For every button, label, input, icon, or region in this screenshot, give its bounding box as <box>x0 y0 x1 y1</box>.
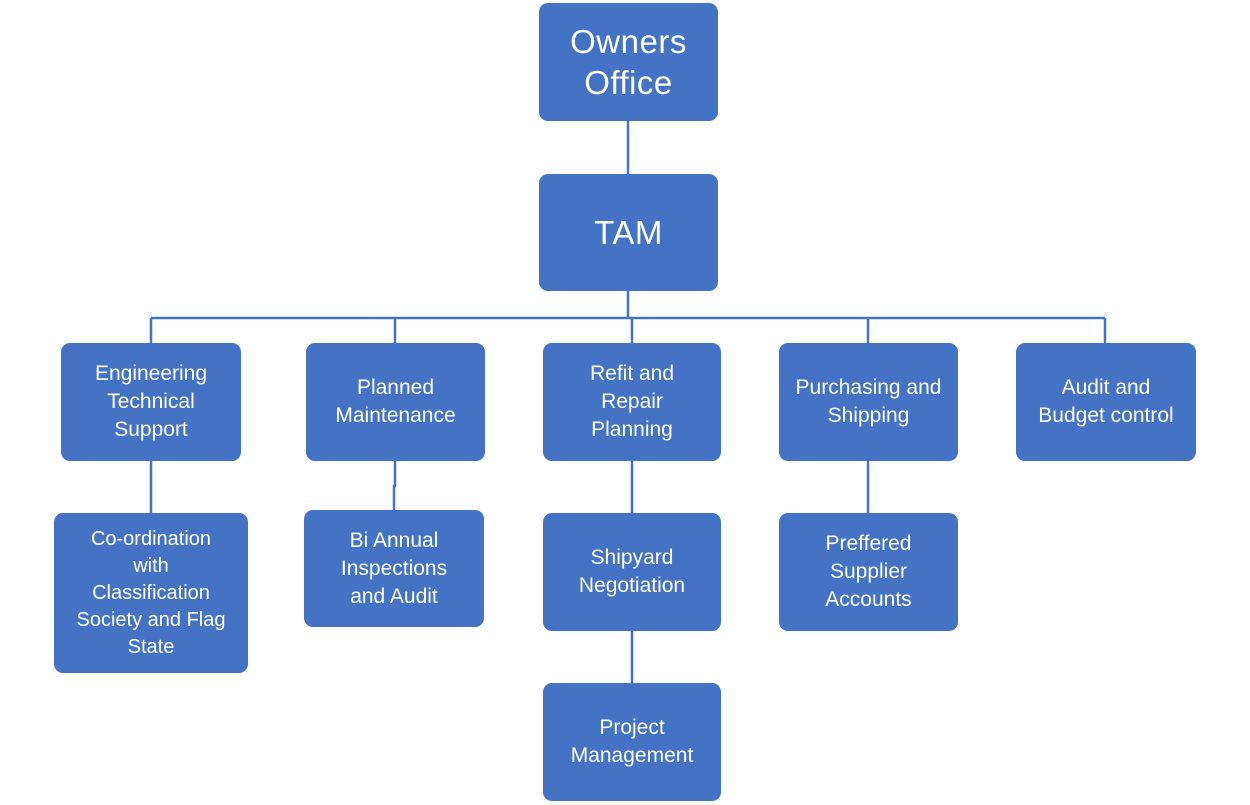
node-engineering-label: Engineering Technical Support <box>94 362 208 441</box>
node-coordination-classification: Co-ordination with Classification Societ… <box>54 513 248 673</box>
node-preferred-supplier-accounts: Preffered Supplier Accounts <box>779 513 958 631</box>
node-owners-office: Owners Office <box>539 3 718 121</box>
node-preferred-label: Preffered Supplier Accounts <box>825 532 912 611</box>
node-project-label: Project Management <box>570 716 694 767</box>
node-refit-repair-planning: Refit and Repair Planning <box>543 343 721 461</box>
node-tam: TAM <box>539 174 718 291</box>
node-audit-budget-control: Audit and Budget control <box>1016 343 1196 461</box>
node-refit-label: Refit and Repair Planning <box>589 362 675 441</box>
node-owners-office-label: Owners Office <box>570 23 687 101</box>
node-tam-label: TAM <box>594 214 663 251</box>
node-shipyard-negotiation: Shipyard Negotiation <box>543 513 721 631</box>
connector-planned-biannual <box>392 461 397 510</box>
node-planned-maintenance: Planned Maintenance <box>306 343 485 461</box>
node-planned-maintenance-label: Planned Maintenance <box>335 376 456 427</box>
node-engineering-technical-support: Engineering Technical Support <box>61 343 241 461</box>
node-project-management: Project Management <box>543 683 721 801</box>
node-purchasing-label: Purchasing and Shipping <box>795 376 942 427</box>
node-bi-annual-label: Bi Annual Inspections and Audit <box>340 528 448 608</box>
node-coordination-label: Co-ordination with Classification Societ… <box>76 527 226 658</box>
node-audit-label: Audit and Budget control <box>1038 376 1174 427</box>
node-purchasing-shipping: Purchasing and Shipping <box>779 343 958 461</box>
node-shipyard-label: Shipyard Negotiation <box>578 546 686 597</box>
node-bi-annual-inspections: Bi Annual Inspections and Audit <box>304 510 484 627</box>
